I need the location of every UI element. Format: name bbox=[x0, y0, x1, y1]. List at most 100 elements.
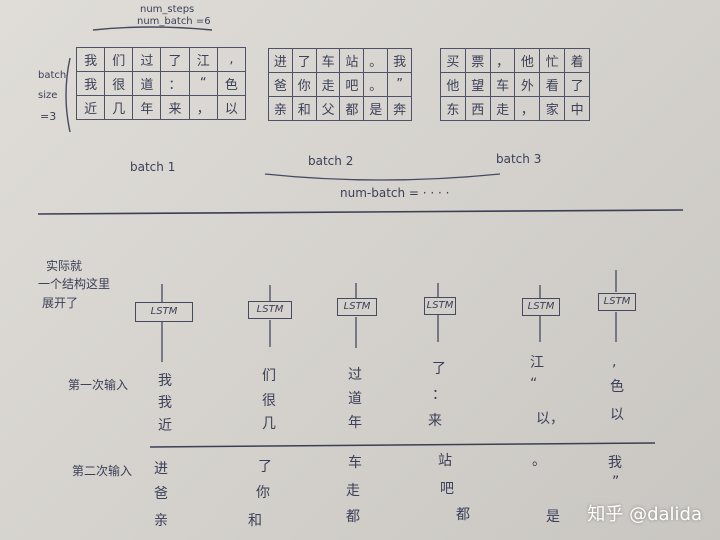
first-input-char: 们 bbox=[262, 368, 276, 384]
grid-cell: 走 bbox=[315, 72, 341, 97]
second-input-char: ” bbox=[612, 474, 620, 490]
grid-cell: 们 bbox=[104, 47, 134, 72]
batch-2-row: 亲和父都是奔 bbox=[268, 96, 412, 121]
batch-1-caption: batch 1 bbox=[130, 160, 176, 174]
grid-cell: ， bbox=[489, 48, 516, 73]
grid-cell: 忙 bbox=[539, 48, 566, 73]
first-input-char: 来 bbox=[428, 413, 442, 429]
second-input-char: 进 bbox=[154, 461, 168, 477]
batch-3-grid: 买票，他忙着 他望车外看了 东西走，家中 bbox=[440, 48, 590, 121]
first-input-char: , bbox=[612, 354, 617, 370]
grid-cell: 进 bbox=[268, 48, 293, 73]
grid-cell: 车 bbox=[315, 48, 341, 73]
batch-1-row: 我们过了江, bbox=[75, 47, 247, 72]
second-input-char: 是 bbox=[546, 509, 560, 525]
batch-2-row: 进了车站。我 bbox=[268, 48, 412, 73]
grid-cell: 亲 bbox=[268, 96, 293, 121]
grid-cell: 过 bbox=[132, 47, 162, 72]
grid-cell: 外 bbox=[514, 72, 541, 97]
grid-cell: 了 bbox=[291, 48, 317, 73]
grid-cell: 他 bbox=[514, 48, 541, 73]
batch-size-label-line3: =3 bbox=[40, 110, 57, 123]
batch-3-row: 东西走，家中 bbox=[440, 96, 590, 121]
batch-1-row: 我很道：“色 bbox=[75, 71, 247, 96]
second-input-char: 站 bbox=[438, 453, 452, 469]
lstm-cell: LSTM bbox=[424, 297, 456, 315]
grid-cell: 看 bbox=[539, 72, 566, 97]
grid-cell: 和 bbox=[291, 96, 317, 121]
second-input-char: 我 bbox=[608, 455, 622, 471]
first-input-label: 第一次输入 bbox=[68, 378, 129, 392]
batch-1-grid: 我们过了江, 我很道：“色 近几年来，以 bbox=[75, 47, 247, 120]
grid-cell: 了 bbox=[160, 47, 190, 72]
batch-2-caption: batch 2 bbox=[308, 154, 354, 168]
first-input-char: 江 bbox=[530, 355, 544, 371]
grid-cell: ， bbox=[188, 95, 218, 120]
grid-cell: 近 bbox=[75, 95, 106, 120]
grid-cell: 色 bbox=[216, 71, 247, 96]
first-input-char: 过 bbox=[348, 367, 362, 383]
lstm-cell: LSTM bbox=[598, 293, 636, 311]
batch-size-label-line2: size bbox=[38, 90, 58, 101]
lstm-cell: LSTM bbox=[337, 298, 377, 316]
batch-2-grid: 进了车站。我 爸你走吧。” 亲和父都是奔 bbox=[268, 48, 412, 121]
grid-cell: 我 bbox=[75, 47, 106, 72]
grid-cell: 中 bbox=[564, 96, 590, 121]
lstm-cell: LSTM bbox=[135, 302, 193, 322]
second-input-char: 了 bbox=[258, 459, 272, 475]
grid-cell: 着 bbox=[564, 48, 590, 73]
grid-cell: 是 bbox=[363, 96, 389, 121]
first-input-char: 以， bbox=[536, 411, 564, 427]
grid-cell: 都 bbox=[339, 96, 365, 121]
grid-cell: 道 bbox=[132, 71, 162, 96]
batch-size-brace bbox=[65, 57, 71, 133]
lstm-cell: LSTM bbox=[522, 298, 560, 316]
first-input-char: 年 bbox=[348, 415, 362, 431]
section-title-line3: 展开了 bbox=[42, 296, 79, 310]
grid-cell: “ bbox=[188, 71, 218, 96]
grid-cell: 走 bbox=[489, 96, 516, 121]
grid-cell: 了 bbox=[564, 72, 590, 97]
first-input-char: 我 bbox=[158, 373, 172, 389]
second-input-char: 和 bbox=[248, 513, 262, 529]
section-divider bbox=[37, 209, 684, 215]
num-steps-brace bbox=[92, 26, 213, 31]
second-input-char: 都 bbox=[346, 509, 360, 525]
grid-cell: 买 bbox=[440, 48, 466, 73]
num-batch-top-label: num_batch =6 bbox=[137, 16, 211, 27]
grid-cell: 父 bbox=[315, 96, 341, 121]
first-input-char: 很 bbox=[262, 393, 276, 409]
batch-3-row: 他望车外看了 bbox=[440, 72, 590, 97]
batch-3-caption: batch 3 bbox=[496, 152, 542, 166]
num-steps-label: num_steps bbox=[140, 4, 195, 15]
input-divider bbox=[149, 442, 656, 448]
grid-cell: 望 bbox=[464, 72, 491, 97]
grid-cell: 吧 bbox=[339, 72, 365, 97]
first-input-char: “ bbox=[530, 376, 538, 392]
batch-size-label-line1: batch bbox=[38, 70, 67, 81]
second-input-char: 走 bbox=[346, 483, 360, 499]
grid-cell: 我 bbox=[387, 48, 412, 73]
second-input-char: 亲 bbox=[154, 513, 168, 529]
first-input-char: 近 bbox=[158, 418, 172, 434]
grid-cell: 来 bbox=[160, 95, 190, 120]
grid-cell: 你 bbox=[291, 72, 317, 97]
first-input-char: 以 bbox=[610, 407, 624, 423]
watermark: 知乎 @dalida bbox=[587, 504, 702, 525]
batch-1-row: 近几年来，以 bbox=[75, 95, 247, 120]
grid-cell: 爸 bbox=[268, 72, 293, 97]
second-input-char: 车 bbox=[348, 455, 362, 471]
section-title-line1: 实际就 bbox=[46, 259, 83, 273]
second-input-label: 第二次输入 bbox=[72, 464, 133, 478]
first-input-char: 了 bbox=[432, 361, 446, 377]
grid-cell: 票 bbox=[464, 48, 491, 73]
grid-cell: 很 bbox=[104, 71, 134, 96]
grid-cell: 以 bbox=[216, 95, 247, 120]
grid-cell: 他 bbox=[440, 72, 466, 97]
grid-cell: , bbox=[216, 47, 247, 72]
grid-cell: ， bbox=[514, 96, 541, 121]
batch-3-row: 买票，他忙着 bbox=[440, 48, 590, 73]
grid-cell: 我 bbox=[75, 71, 106, 96]
lstm-cell: LSTM bbox=[248, 301, 292, 319]
